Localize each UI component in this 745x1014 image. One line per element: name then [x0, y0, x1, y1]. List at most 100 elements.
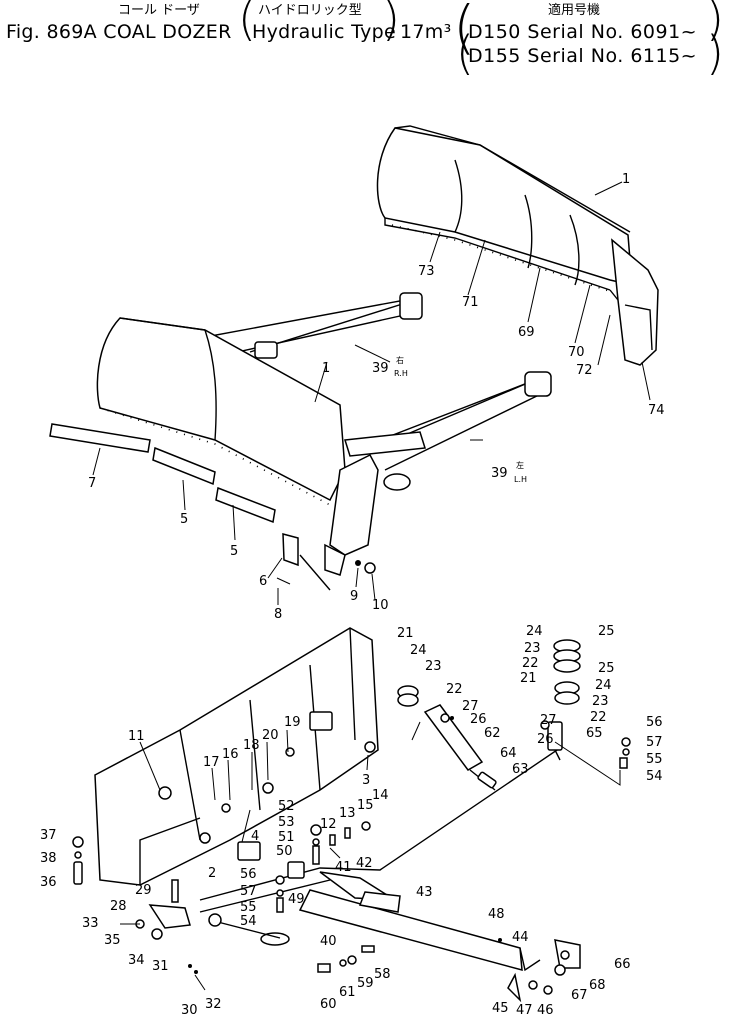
tilt-cylinder-upper	[397, 685, 497, 791]
callout-22c: 22	[590, 710, 607, 725]
close-paren-serial-2: )	[706, 26, 724, 80]
type-label: Hydraulic Type	[252, 21, 396, 43]
callout-58: 58	[374, 967, 391, 982]
blade-front	[96, 317, 379, 591]
callout-25b: 25	[598, 661, 615, 676]
callout-14: 14	[372, 788, 389, 803]
callout-44: 44	[512, 930, 529, 945]
callout-23a: 23	[425, 659, 442, 674]
callout-70: 70	[568, 345, 585, 360]
open-paren-type: (	[238, 0, 256, 46]
callout-4: 4	[251, 829, 259, 844]
callout-49: 49	[288, 892, 305, 907]
callout-51: 51	[278, 830, 295, 845]
callout-10: 10	[372, 598, 389, 613]
callout-39-lh-sub: L.H	[514, 475, 527, 484]
small-hardware	[72, 821, 581, 1003]
callout-60: 60	[320, 997, 337, 1012]
push-arm-rh	[199, 292, 423, 359]
callout-35: 35	[104, 933, 121, 948]
callout-11: 11	[128, 729, 145, 744]
callout-17: 17	[203, 755, 220, 770]
open-paren-serial: (	[453, 0, 476, 61]
callout-38: 38	[40, 851, 57, 866]
cutting-edges	[49, 423, 376, 585]
callout-21b: 21	[520, 671, 537, 686]
close-paren-type: )	[382, 0, 400, 46]
callout-30: 30	[181, 1003, 198, 1014]
callout-6: 6	[259, 574, 267, 589]
leader-lines	[92, 181, 651, 843]
callout-36: 36	[40, 875, 57, 890]
callout-1: 1	[622, 172, 630, 187]
callout-24a: 24	[410, 643, 427, 658]
callout-74: 74	[648, 403, 665, 418]
callout-57b: 57	[240, 884, 257, 899]
callout-13: 13	[339, 806, 356, 821]
callout-1-front: 1	[322, 361, 330, 376]
callout-27b: 27	[540, 713, 557, 728]
callout-39-rh: 39	[372, 361, 389, 376]
callout-59: 59	[357, 976, 374, 991]
callout-25a: 25	[598, 624, 615, 639]
callout-48: 48	[488, 907, 505, 922]
jp-type: ハイドロリック型	[258, 3, 362, 18]
callout-66: 66	[614, 957, 631, 972]
callout-16: 16	[222, 747, 239, 762]
callout-56b: 56	[240, 867, 257, 882]
push-arm-lh	[344, 371, 552, 491]
callout-8: 8	[274, 607, 282, 622]
callout-63: 63	[512, 762, 529, 777]
callout-52: 52	[278, 799, 295, 814]
callout-32: 32	[205, 997, 222, 1012]
callout-33: 33	[82, 916, 99, 931]
callout-12: 12	[320, 817, 337, 832]
callout-20: 20	[262, 728, 279, 743]
callout-26b: 26	[537, 732, 554, 747]
jp-title: コール ドーザ	[118, 3, 200, 18]
serial-d155: D155 Serial No. 6115~	[468, 45, 698, 67]
callout-47: 47	[516, 1003, 533, 1014]
callout-62: 62	[484, 726, 501, 741]
callout-27a: 27	[462, 699, 479, 714]
callout-3: 3	[362, 773, 370, 788]
callout-23c: 23	[592, 694, 609, 709]
callout-68: 68	[589, 978, 606, 993]
callout-9: 9	[350, 589, 358, 604]
callout-46: 46	[537, 1003, 554, 1014]
callout-2: 2	[208, 866, 216, 881]
callout-73: 73	[418, 264, 435, 279]
callout-18: 18	[243, 738, 260, 753]
callout-7: 7	[88, 476, 96, 491]
callout-72: 72	[576, 363, 593, 378]
callout-22b: 22	[522, 656, 539, 671]
tilt-cylinder-right	[540, 639, 631, 786]
callout-15: 15	[357, 798, 374, 813]
callout-64: 64	[500, 746, 517, 761]
callout-39-lh-side: 左	[516, 460, 524, 470]
callout-5b: 5	[230, 544, 238, 559]
open-paren-serial-2: (	[456, 26, 474, 80]
callout-54b: 54	[240, 914, 257, 929]
callout-40: 40	[320, 934, 337, 949]
callout-31: 31	[152, 959, 169, 974]
frame-arm	[199, 747, 561, 972]
callout-43: 43	[416, 885, 433, 900]
callout-5a: 5	[180, 512, 188, 527]
callout-39-rh-sub: R.H	[394, 369, 408, 378]
callout-23b: 23	[524, 641, 541, 656]
callout-71: 71	[462, 295, 479, 310]
callout-22a: 22	[446, 682, 463, 697]
callout-labels: 1 73 71 69 70 72 74 1 39 右 R.H 39 左 L.H …	[40, 172, 665, 1014]
capacity: 17m³	[400, 21, 452, 43]
callout-28: 28	[110, 899, 127, 914]
callout-55b: 55	[240, 900, 257, 915]
callout-42: 42	[356, 856, 373, 871]
callout-67: 67	[571, 988, 588, 1003]
blade-rear	[376, 125, 659, 366]
callout-65: 65	[586, 726, 603, 741]
callout-21a: 21	[397, 626, 414, 641]
callout-45: 45	[492, 1001, 509, 1014]
callout-24b: 24	[526, 624, 543, 639]
